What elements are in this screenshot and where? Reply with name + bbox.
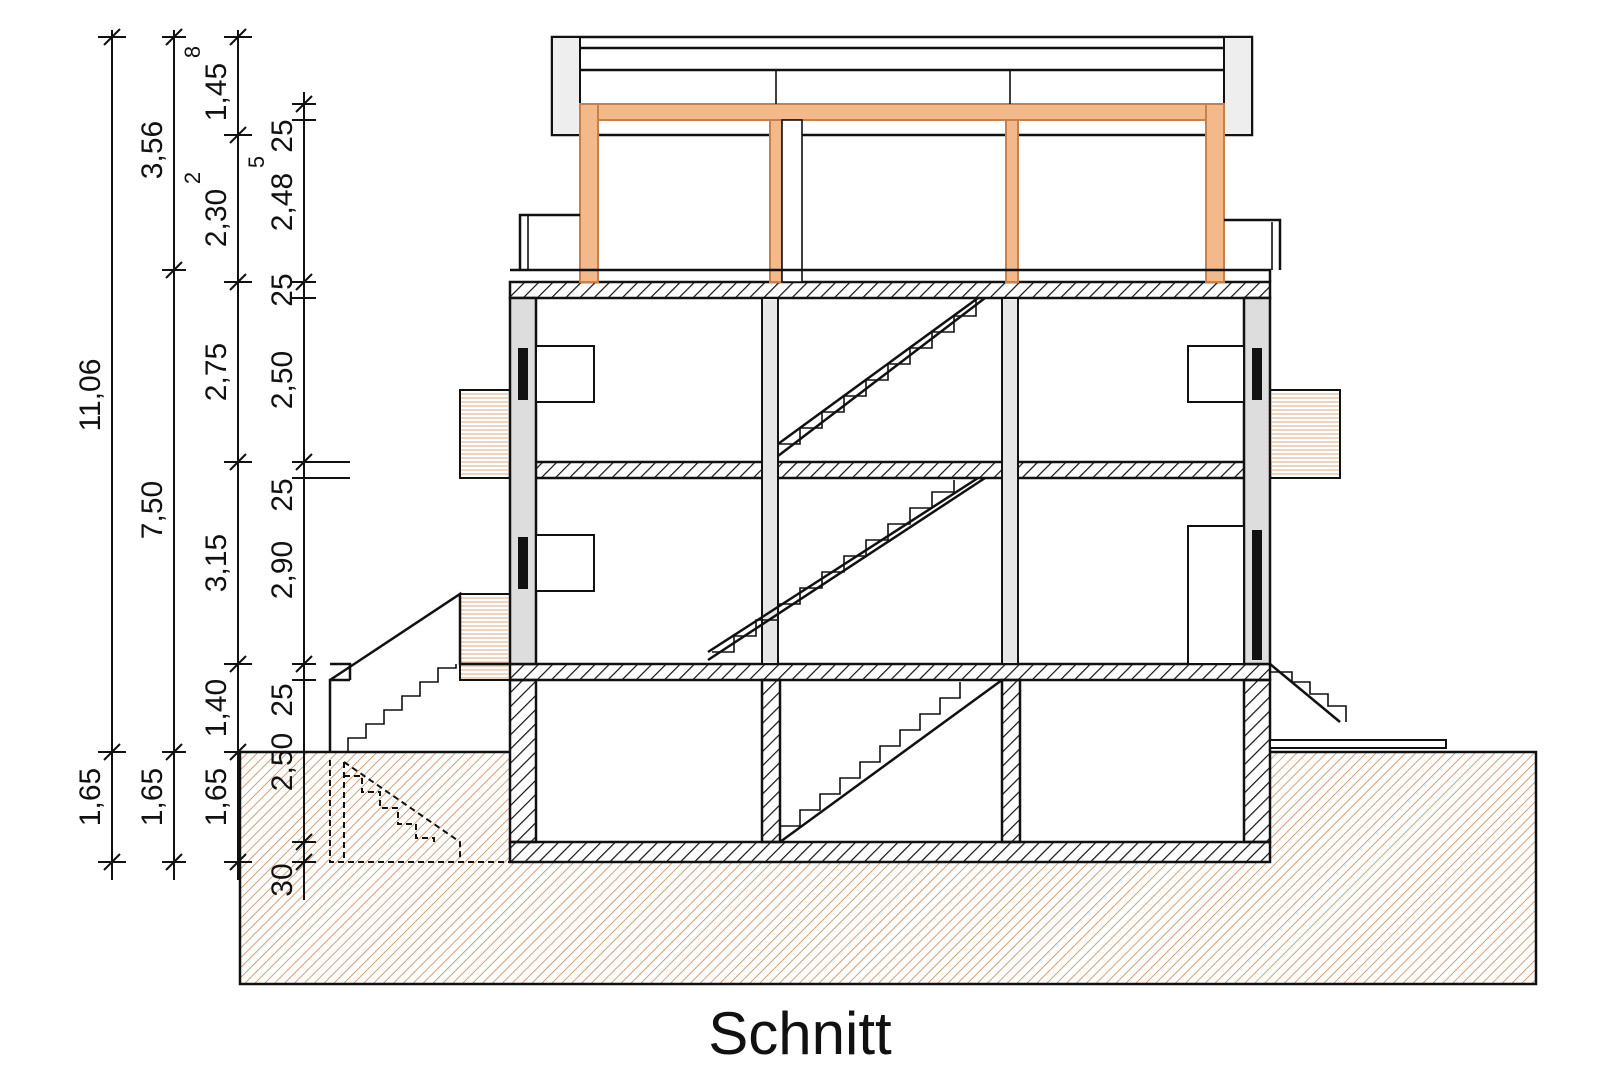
dim-col4-b: 2,48 (266, 173, 299, 231)
dimension-lines (98, 28, 350, 900)
dim-col4-f: 25 (266, 478, 299, 511)
window-openings (518, 345, 1262, 665)
dim-total-height: 11,06 (74, 359, 107, 432)
dim-col2-base: 1,65 (136, 768, 169, 826)
dim-col3-base: 1,65 (200, 768, 233, 826)
dimension-labels: 11,06 1,65 3,56 7,50 1,65 1,45 8 2,30 2 … (74, 46, 299, 897)
dim-col4-e: 2,90 (266, 541, 299, 599)
dim-col4-i: 30 (266, 863, 299, 896)
dim-col4-d: 25 (266, 273, 299, 306)
dim-col4-b-sup: 5 (244, 156, 269, 168)
dim-col4-a: 25 (266, 119, 299, 152)
dim-col3-mid1-sup: 2 (180, 172, 205, 184)
basement-walls (508, 678, 1272, 844)
dim-col4-g: 2,50 (266, 733, 299, 791)
dim-col3-mid3: 3,15 (200, 534, 233, 592)
dim-col3-top: 1,45 (200, 63, 233, 121)
dim-col3-mid1: 2,30 (200, 189, 233, 247)
interior-stairs (707, 296, 1003, 844)
dim-col3-mid2: 2,75 (200, 343, 233, 401)
dim-col2-top: 3,56 (136, 121, 169, 179)
dim-col3-top-sup: 8 (180, 46, 205, 58)
dim-col2-mid: 7,50 (136, 481, 169, 539)
dim-col3-mid4: 1,40 (200, 679, 233, 737)
upper-walls (508, 296, 1272, 666)
drawing-title: Schnitt (708, 1000, 892, 1067)
dim-col1-base: 1,65 (74, 768, 107, 826)
dim-col4-h: 25 (266, 683, 299, 716)
dim-col4-c: 2,50 (266, 351, 299, 409)
basement-interior (510, 680, 1270, 862)
balconies (459, 389, 1341, 681)
roof-storey (510, 35, 1282, 283)
exterior-stair-left (328, 591, 510, 863)
exterior-stair-right (1269, 663, 1447, 749)
